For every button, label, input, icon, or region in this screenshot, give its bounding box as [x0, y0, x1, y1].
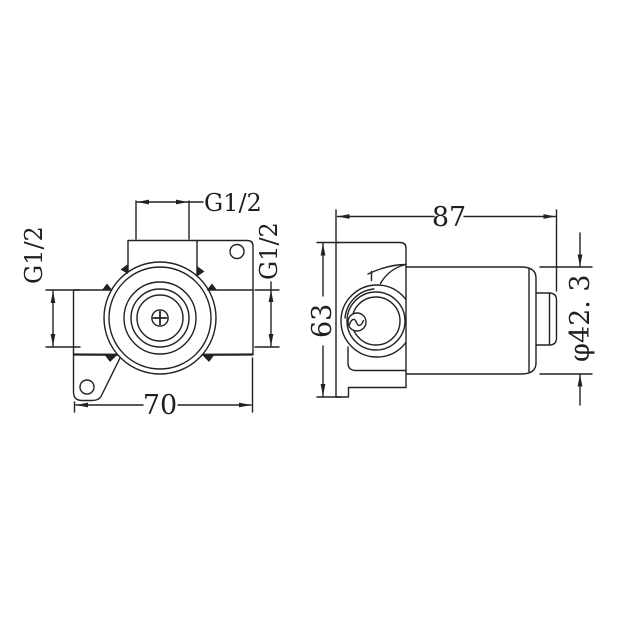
valve-face-ring-2 — [108, 266, 212, 370]
dim-body-length-label: 87 — [432, 202, 466, 233]
port-ring-outer — [346, 291, 406, 351]
handle-collar-inner-arc — [344, 288, 375, 319]
cartridge-ring-1 — [123, 281, 197, 355]
front-view — [45, 199, 280, 413]
mounting-hole-bottom-left — [79, 379, 95, 395]
dim-cap-diameter — [539, 232, 593, 406]
outlet-nipple — [535, 292, 558, 346]
dim-body-height-label: 63 — [307, 304, 338, 338]
cartridge-ring-2 — [130, 288, 190, 348]
mounting-hole-top-right — [229, 243, 245, 260]
shelf-step — [347, 346, 407, 372]
side-view — [316, 209, 593, 406]
cylinder-body — [405, 266, 537, 375]
dim-left-port — [45, 289, 81, 348]
screw-cross — [152, 310, 168, 326]
dim-left-port-label: G1/2 — [20, 226, 48, 284]
valve-body-outline — [72, 239, 254, 356]
dim-top-port-label: G1/2 — [204, 189, 262, 217]
spout-beak — [367, 263, 407, 285]
fillet-wedges — [102, 264, 217, 362]
back-plate-outline — [335, 241, 407, 398]
dim-right-port-label: G1/2 — [255, 222, 283, 280]
dim-body-width-label: 70 — [143, 390, 177, 421]
dim-body-width — [73, 357, 254, 413]
break-symbol-wave — [348, 318, 365, 327]
dim-right-port — [254, 281, 280, 348]
dim-body-length — [335, 209, 558, 292]
dim-body-height — [316, 241, 342, 398]
cartridge-ring-3 — [136, 294, 184, 342]
dim-cap-diameter-label: φ42. 3 — [565, 274, 596, 362]
dim-top-port — [135, 199, 204, 240]
mounting-ear — [72, 353, 123, 402]
